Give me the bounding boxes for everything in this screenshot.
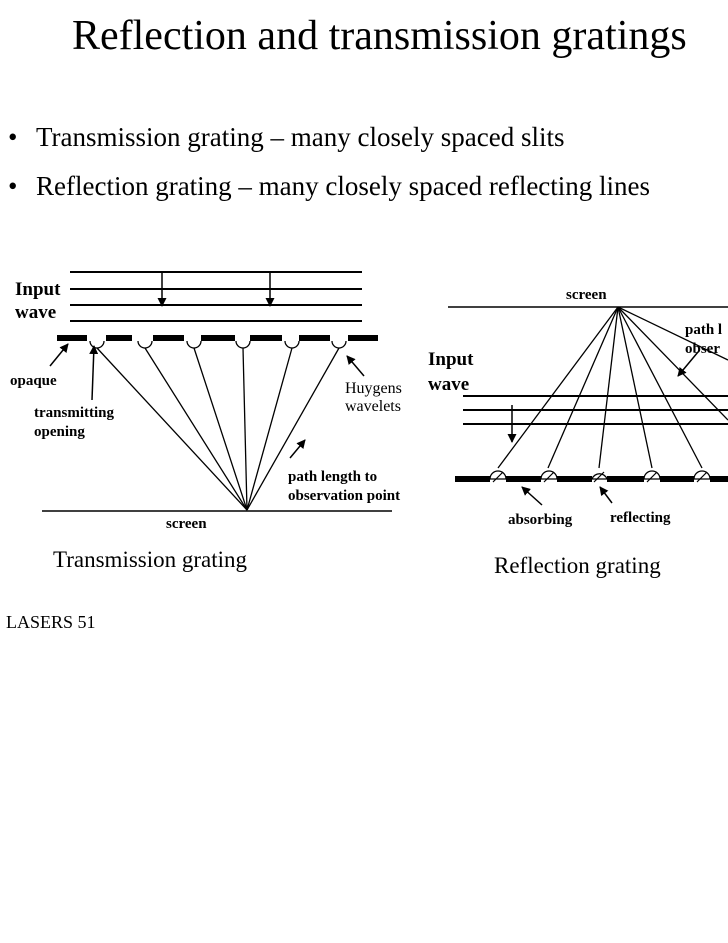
reflection-wave-label: wave (428, 374, 469, 395)
transmission-caption: Transmission grating (53, 547, 248, 572)
path-length-label: path length to (288, 469, 377, 485)
slide-footer: LASERS 51 (6, 612, 96, 632)
huygens-wavelets (89, 340, 347, 349)
bullet-dot: • (8, 122, 18, 152)
bullet-transmission: • Transmission grating – many closely spa… (8, 122, 564, 153)
bullet-text: Reflection grating – many closely spaced… (36, 171, 651, 201)
bullet-dot: • (8, 171, 18, 201)
transmission-rays (96, 347, 340, 511)
reflecting-arrow (599, 486, 613, 504)
huygens-arrow (346, 355, 365, 377)
opaque-label: opaque (10, 373, 57, 389)
reflection-path-arrow (677, 351, 699, 377)
input-label: Input (15, 279, 61, 300)
wavelets-label: wavelets (345, 398, 401, 415)
reflecting-label: reflecting (610, 510, 671, 526)
path-length-arrow (289, 439, 306, 459)
reflecting-line-hatch (492, 471, 708, 483)
absorbing-arrow (521, 486, 543, 506)
transmission-wavefronts (70, 271, 362, 322)
transmitting-arrow (89, 345, 99, 401)
transmission-diagram: Input wave opaque transmitting opening H… (10, 271, 402, 572)
reflection-screen-label: screen (566, 287, 607, 303)
wave-label: wave (15, 302, 56, 323)
absorbing-label: absorbing (508, 512, 573, 528)
reflection-input-label: Input (428, 349, 474, 370)
observation-point-label: observation point (288, 488, 400, 504)
reflection-caption: Reflection grating (494, 553, 661, 578)
opening-label: opening (34, 424, 85, 440)
reflection-wavefronts (463, 395, 728, 425)
reflection-diagram: screen Input wave path l obser absorbing… (428, 287, 728, 578)
transmission-grating-bar (57, 335, 378, 341)
reflecting-lines (489, 470, 711, 480)
screen-label: screen (166, 516, 207, 532)
huygens-label: Huygens (345, 380, 402, 397)
reflection-path-label: path l (685, 322, 722, 338)
transmitting-label: transmitting (34, 405, 114, 421)
reflection-grating-bar (455, 476, 728, 482)
bullet-text: Transmission grating – many closely spac… (36, 122, 565, 152)
reflection-observation-label: obser (685, 341, 720, 357)
bullet-reflection: • Reflection grating – many closely space… (8, 171, 650, 202)
opaque-arrow (49, 343, 69, 367)
slide-title: Reflection and transmission gratings (72, 13, 687, 59)
reflection-rays (497, 306, 728, 469)
